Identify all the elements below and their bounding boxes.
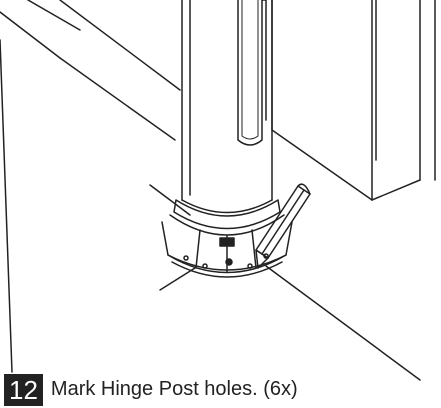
- step-number-badge: 12: [4, 373, 43, 406]
- step-instruction-text: Mark Hinge Post holes. (6x): [50, 378, 298, 400]
- post-base: [161, 199, 293, 278]
- instruction-caption: 12 Mark Hinge Post holes. (6x): [4, 373, 298, 406]
- mark-guide-lines: [149, 184, 196, 291]
- hinge-post: [181, 0, 273, 214]
- wall-box: [271, 0, 421, 201]
- wall-lines: [0, 0, 436, 381]
- pencil: [255, 183, 311, 269]
